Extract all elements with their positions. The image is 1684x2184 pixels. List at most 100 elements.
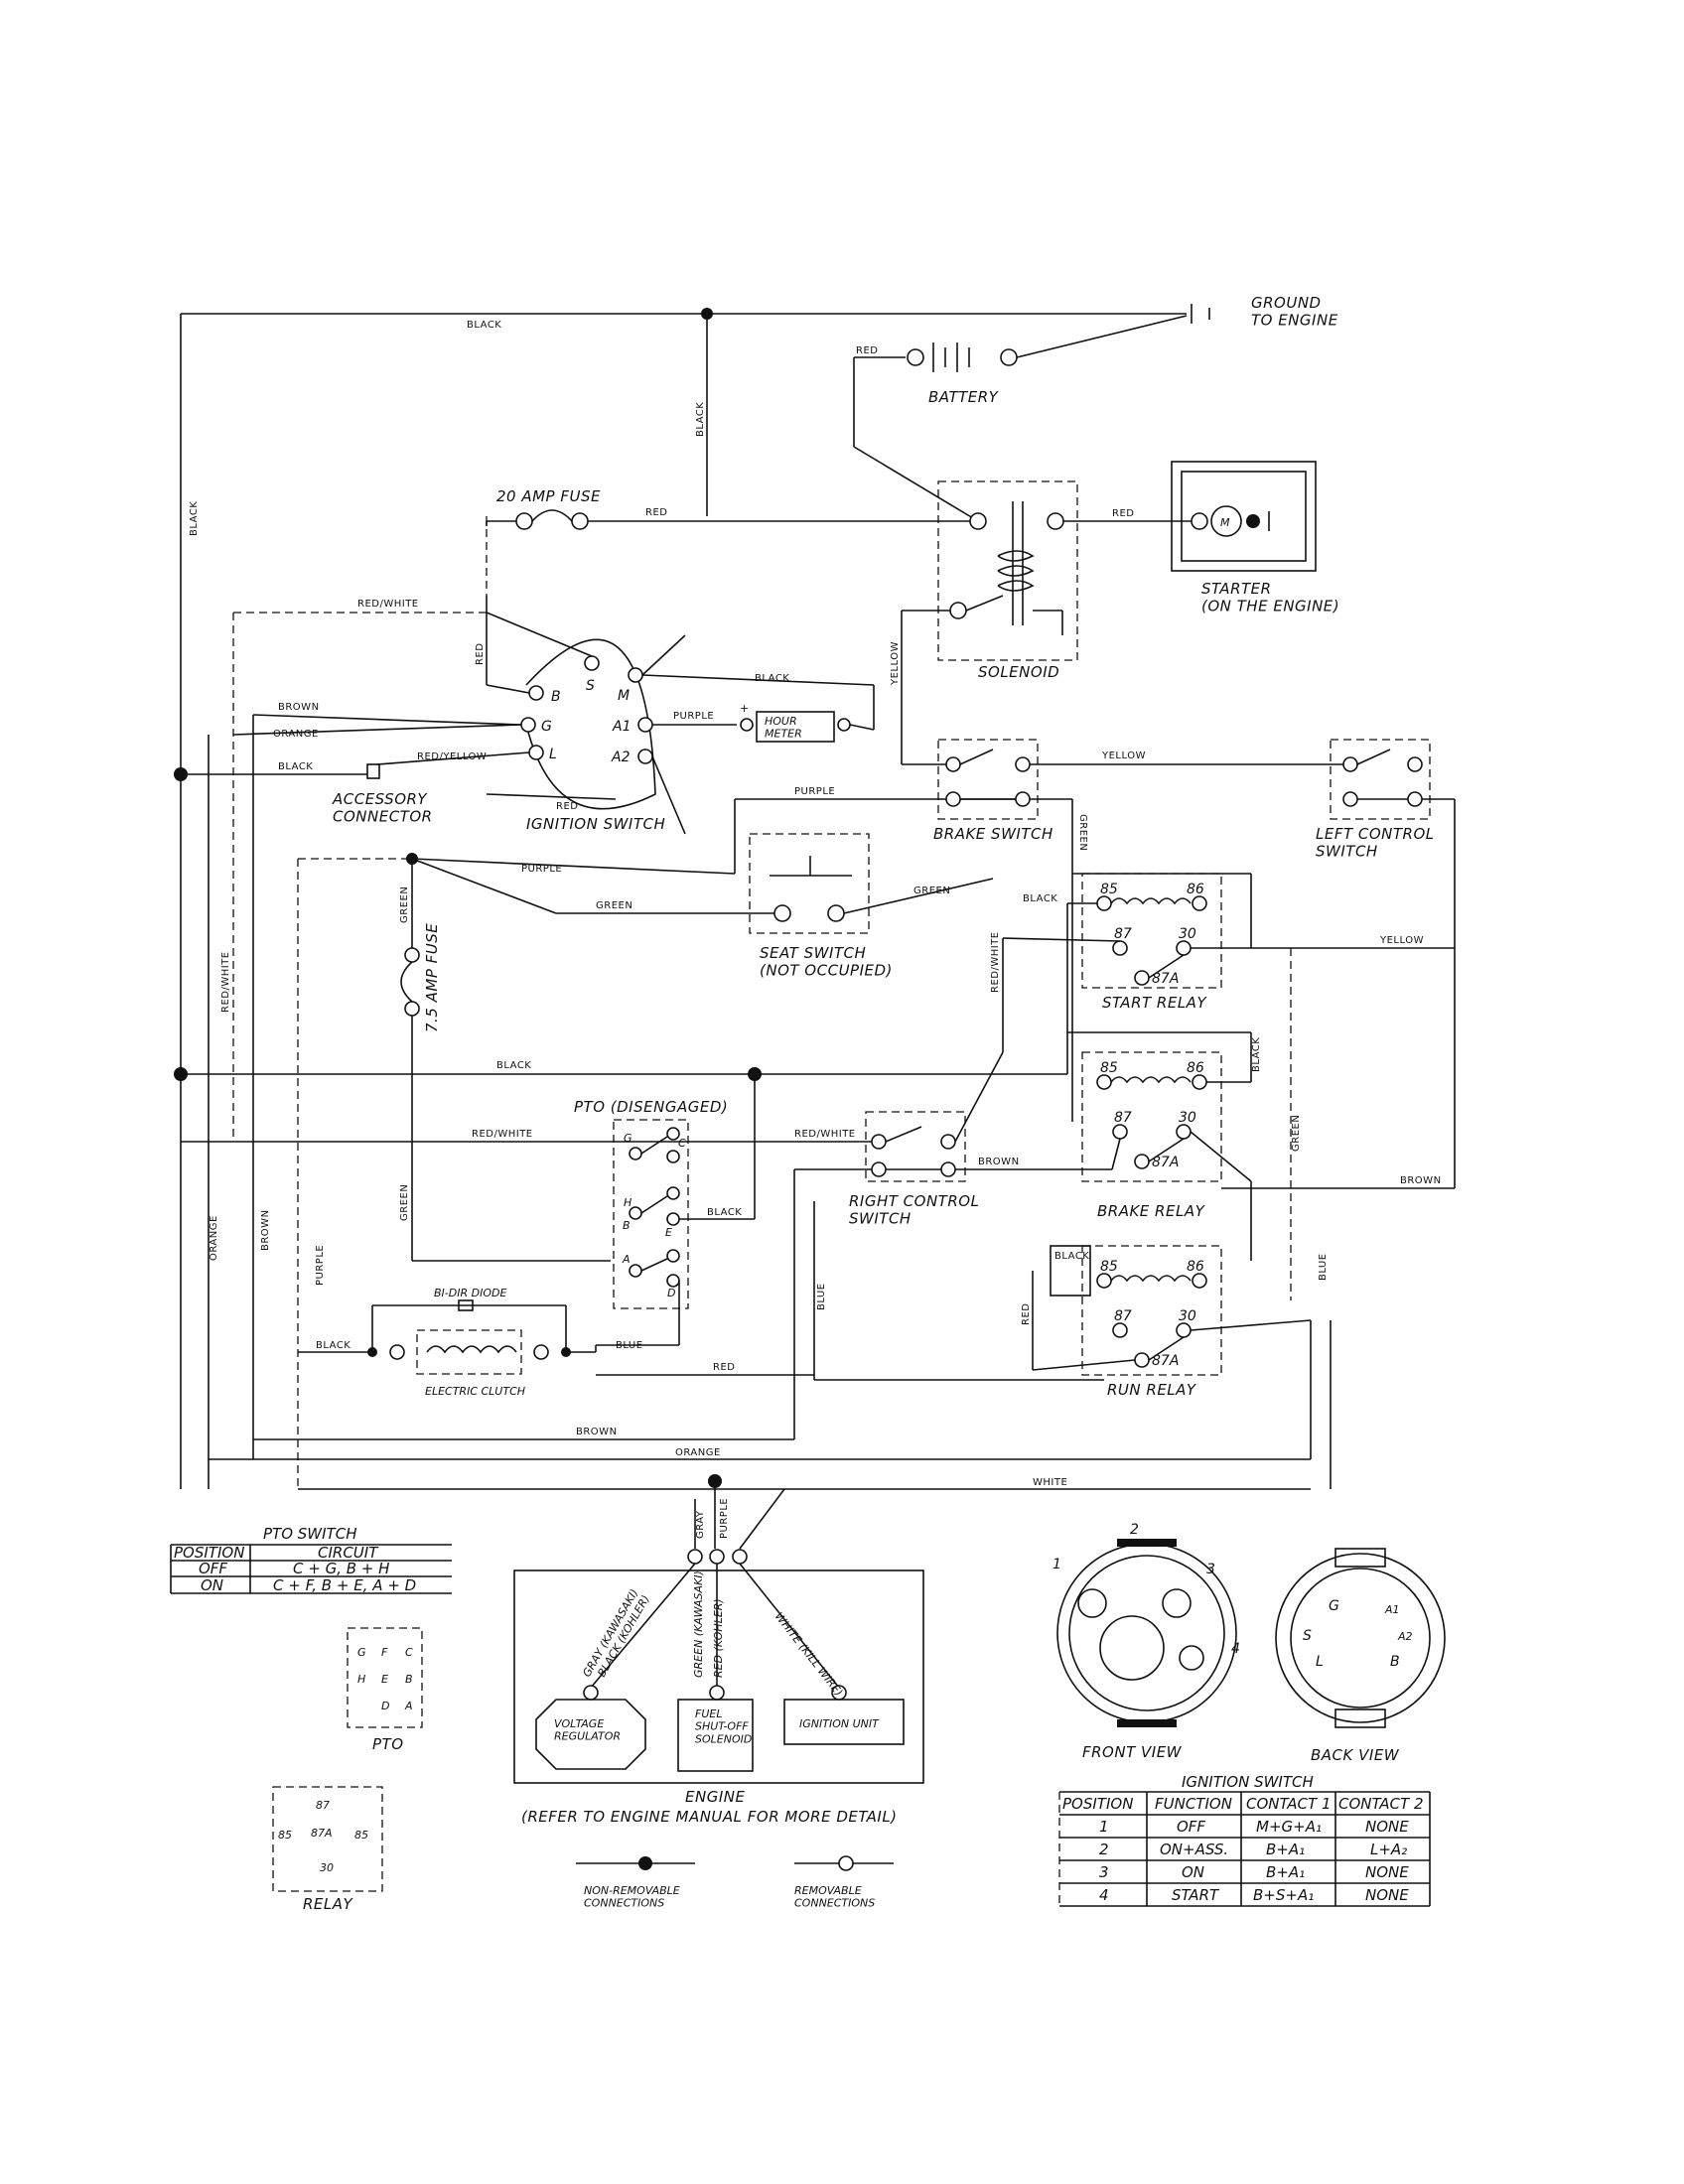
wire-label-brown: BROWN xyxy=(278,702,320,713)
brake-relay-87: 87 xyxy=(1114,1110,1132,1126)
wire-label-white: WHITE xyxy=(1033,1477,1067,1488)
wire-label-black: BLACK xyxy=(755,673,789,684)
ign-table-cell: 3 xyxy=(1099,1863,1109,1881)
brake-relay-85: 85 xyxy=(1100,1060,1118,1076)
brake-switch: BRAKE SWITCH xyxy=(933,739,1052,843)
ign-pos-3: 3 xyxy=(1206,1562,1215,1577)
wire-label-brown: BROWN xyxy=(978,1157,1020,1167)
wire-label-blue: BLUE xyxy=(1318,1253,1329,1281)
wire-label-green: GREEN xyxy=(399,1184,410,1221)
ignition-table-title: IGNITION SWITCH xyxy=(1182,1773,1314,1791)
back-pin-a2: A2 xyxy=(1397,1630,1413,1643)
ign-table-cell: ON xyxy=(1182,1863,1204,1881)
ign-table-cell: 4 xyxy=(1099,1886,1109,1904)
pto-terminal-a: A xyxy=(622,1253,631,1266)
ign-pos-2: 2 xyxy=(1130,1522,1139,1538)
bidir-diode-label: BI-DIR DIODE xyxy=(434,1287,506,1299)
run-relay-86: 86 xyxy=(1187,1259,1204,1275)
start-relay-85: 85 xyxy=(1100,882,1118,897)
pto-cell: E xyxy=(381,1673,388,1686)
wire-label-orange: ORANGE xyxy=(209,1215,219,1261)
start-relay-label: START RELAY xyxy=(1102,994,1207,1012)
wire-label-red: RED xyxy=(1021,1303,1032,1325)
ignition-back-view: G A1 S A2 B L BACK VIEW xyxy=(1275,1548,1446,1764)
wire-label-green: GREEN xyxy=(399,887,410,923)
svg-text:+: + xyxy=(740,702,749,715)
start-relay-87: 87 xyxy=(1114,926,1132,942)
start-relay-87a: 87A xyxy=(1152,971,1179,987)
solenoid-label: SOLENOID xyxy=(978,663,1059,681)
back-view-label: BACK VIEW xyxy=(1311,1746,1400,1764)
wire-label-black: BLACK xyxy=(278,761,313,772)
relay-pin: 30 xyxy=(320,1861,334,1874)
starter: RED M STARTER(ON THE ENGINE) xyxy=(1063,461,1339,614)
brake-relay-86: 86 xyxy=(1187,1060,1204,1076)
brake-relay: 85 86 87 30 87A BRAKE RELAY xyxy=(1081,1051,1222,1220)
wire-label-red-white: RED/WHITE xyxy=(472,1129,533,1140)
ign-terminal-m: M xyxy=(618,688,630,704)
wire-label-yellow: YELLOW xyxy=(1101,751,1146,761)
pto-table-cell: ON xyxy=(201,1576,223,1594)
run-relay-label: RUN RELAY xyxy=(1107,1381,1197,1399)
run-relay: 85 86 87 30 87A RUN RELAY BLACK xyxy=(1050,1245,1222,1399)
pto-terminal-b: B xyxy=(623,1219,631,1232)
wire-label-black: BLACK xyxy=(1054,1251,1089,1262)
back-pin-g: G xyxy=(1329,1598,1339,1614)
back-pin-l: L xyxy=(1316,1654,1324,1670)
red-kohler-label: RED (KOHLER) xyxy=(712,1598,725,1678)
wire-label-red: RED xyxy=(1112,508,1134,519)
ign-terminal-b: B xyxy=(551,689,561,705)
wire-label-brown: BROWN xyxy=(260,1209,271,1251)
ign-table-header: FUNCTION xyxy=(1155,1795,1232,1813)
electric-clutch: BLACK BI-DIR DIODE ELECTRIC CLUTCH BLUE xyxy=(298,1287,642,1398)
pto-terminal-h: H xyxy=(624,1196,632,1209)
green-kawasaki-label: GREEN (KAWASAKI) xyxy=(692,1570,705,1678)
wire-label-brown: BROWN xyxy=(576,1427,618,1437)
ignition-table: IGNITION SWITCH POSITION FUNCTION CONTAC… xyxy=(1058,1773,1431,1907)
ign-terminal-s: S xyxy=(586,678,595,694)
wire-label-red-white: RED/WHITE xyxy=(794,1129,856,1140)
svg-text:M: M xyxy=(1220,516,1230,529)
start-relay-30: 30 xyxy=(1179,926,1196,942)
wire-label-red-yellow: RED/YELLOW xyxy=(417,751,487,762)
pto-terminal-c: C xyxy=(678,1137,686,1150)
ign-terminal-g: G xyxy=(541,719,552,735)
fuse-7-5-amp: GREEN 7.5 AMP FUSE xyxy=(399,859,441,1261)
back-pin-s: S xyxy=(1303,1628,1312,1644)
ignition-front-view: 2 1 3 4 FRONT VIEW xyxy=(1052,1522,1240,1761)
wire-label-red: RED xyxy=(856,345,878,356)
ign-pos-1: 1 xyxy=(1052,1557,1061,1572)
ign-table-cell: 1 xyxy=(1099,1818,1109,1836)
wire-label-red-white: RED/WHITE xyxy=(220,951,231,1013)
engine: GRAY PURPLE GRAY (KAWASAKI) BLACK (KOHLE… xyxy=(513,1474,924,1826)
wire-label-black: BLACK xyxy=(707,1207,742,1218)
wire-label-green: GREEN xyxy=(913,886,950,896)
seat-switch-label: SEAT SWITCH(NOT OCCUPIED) xyxy=(760,944,893,979)
seat-switch: GREEN SEAT SWITCH(NOT OCCUPIED) xyxy=(749,833,994,979)
wire-label-black: BLACK xyxy=(189,501,200,536)
back-pin-a1: A1 xyxy=(1384,1603,1400,1616)
solenoid: SOLENOID xyxy=(853,357,1078,681)
back-pin-b: B xyxy=(1390,1654,1400,1670)
relay-pin: 85 xyxy=(278,1829,292,1842)
ign-terminal-a2: A2 xyxy=(611,750,631,765)
run-relay-87: 87 xyxy=(1114,1308,1132,1324)
ign-terminal-l: L xyxy=(549,747,557,762)
fuse-20-label: 20 AMP FUSE xyxy=(496,487,601,505)
pto-switch-table: PTO SWITCH POSITION CIRCUIT OFF C + G, B… xyxy=(170,1525,452,1594)
fuse-75-label: 7.5 AMP FUSE xyxy=(423,923,441,1032)
pto-terminal-g: G xyxy=(624,1132,632,1145)
wire-label-black: BLACK xyxy=(467,320,501,331)
ign-table-cell: 2 xyxy=(1099,1841,1109,1858)
brake-relay-30: 30 xyxy=(1179,1110,1196,1126)
ign-table-cell: NONE xyxy=(1365,1818,1409,1836)
pto-table-header-position: POSITION xyxy=(174,1544,244,1562)
pto-cell: F xyxy=(381,1646,388,1659)
